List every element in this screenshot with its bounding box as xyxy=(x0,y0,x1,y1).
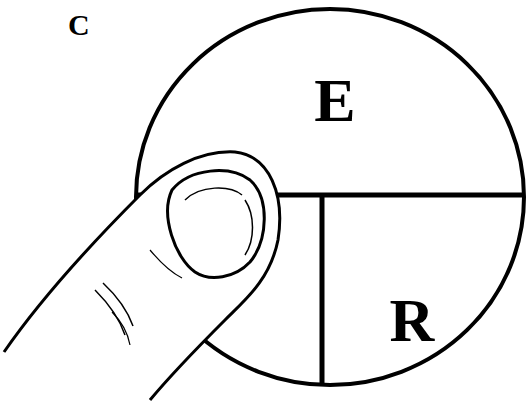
divider-line xyxy=(320,195,325,385)
section-letter: E xyxy=(314,69,355,131)
circle-section: R xyxy=(390,289,435,351)
panel-label: C xyxy=(68,10,90,40)
section-letter: R xyxy=(390,289,435,351)
thumb-drawing xyxy=(4,152,280,407)
circle-section: E xyxy=(314,69,355,131)
